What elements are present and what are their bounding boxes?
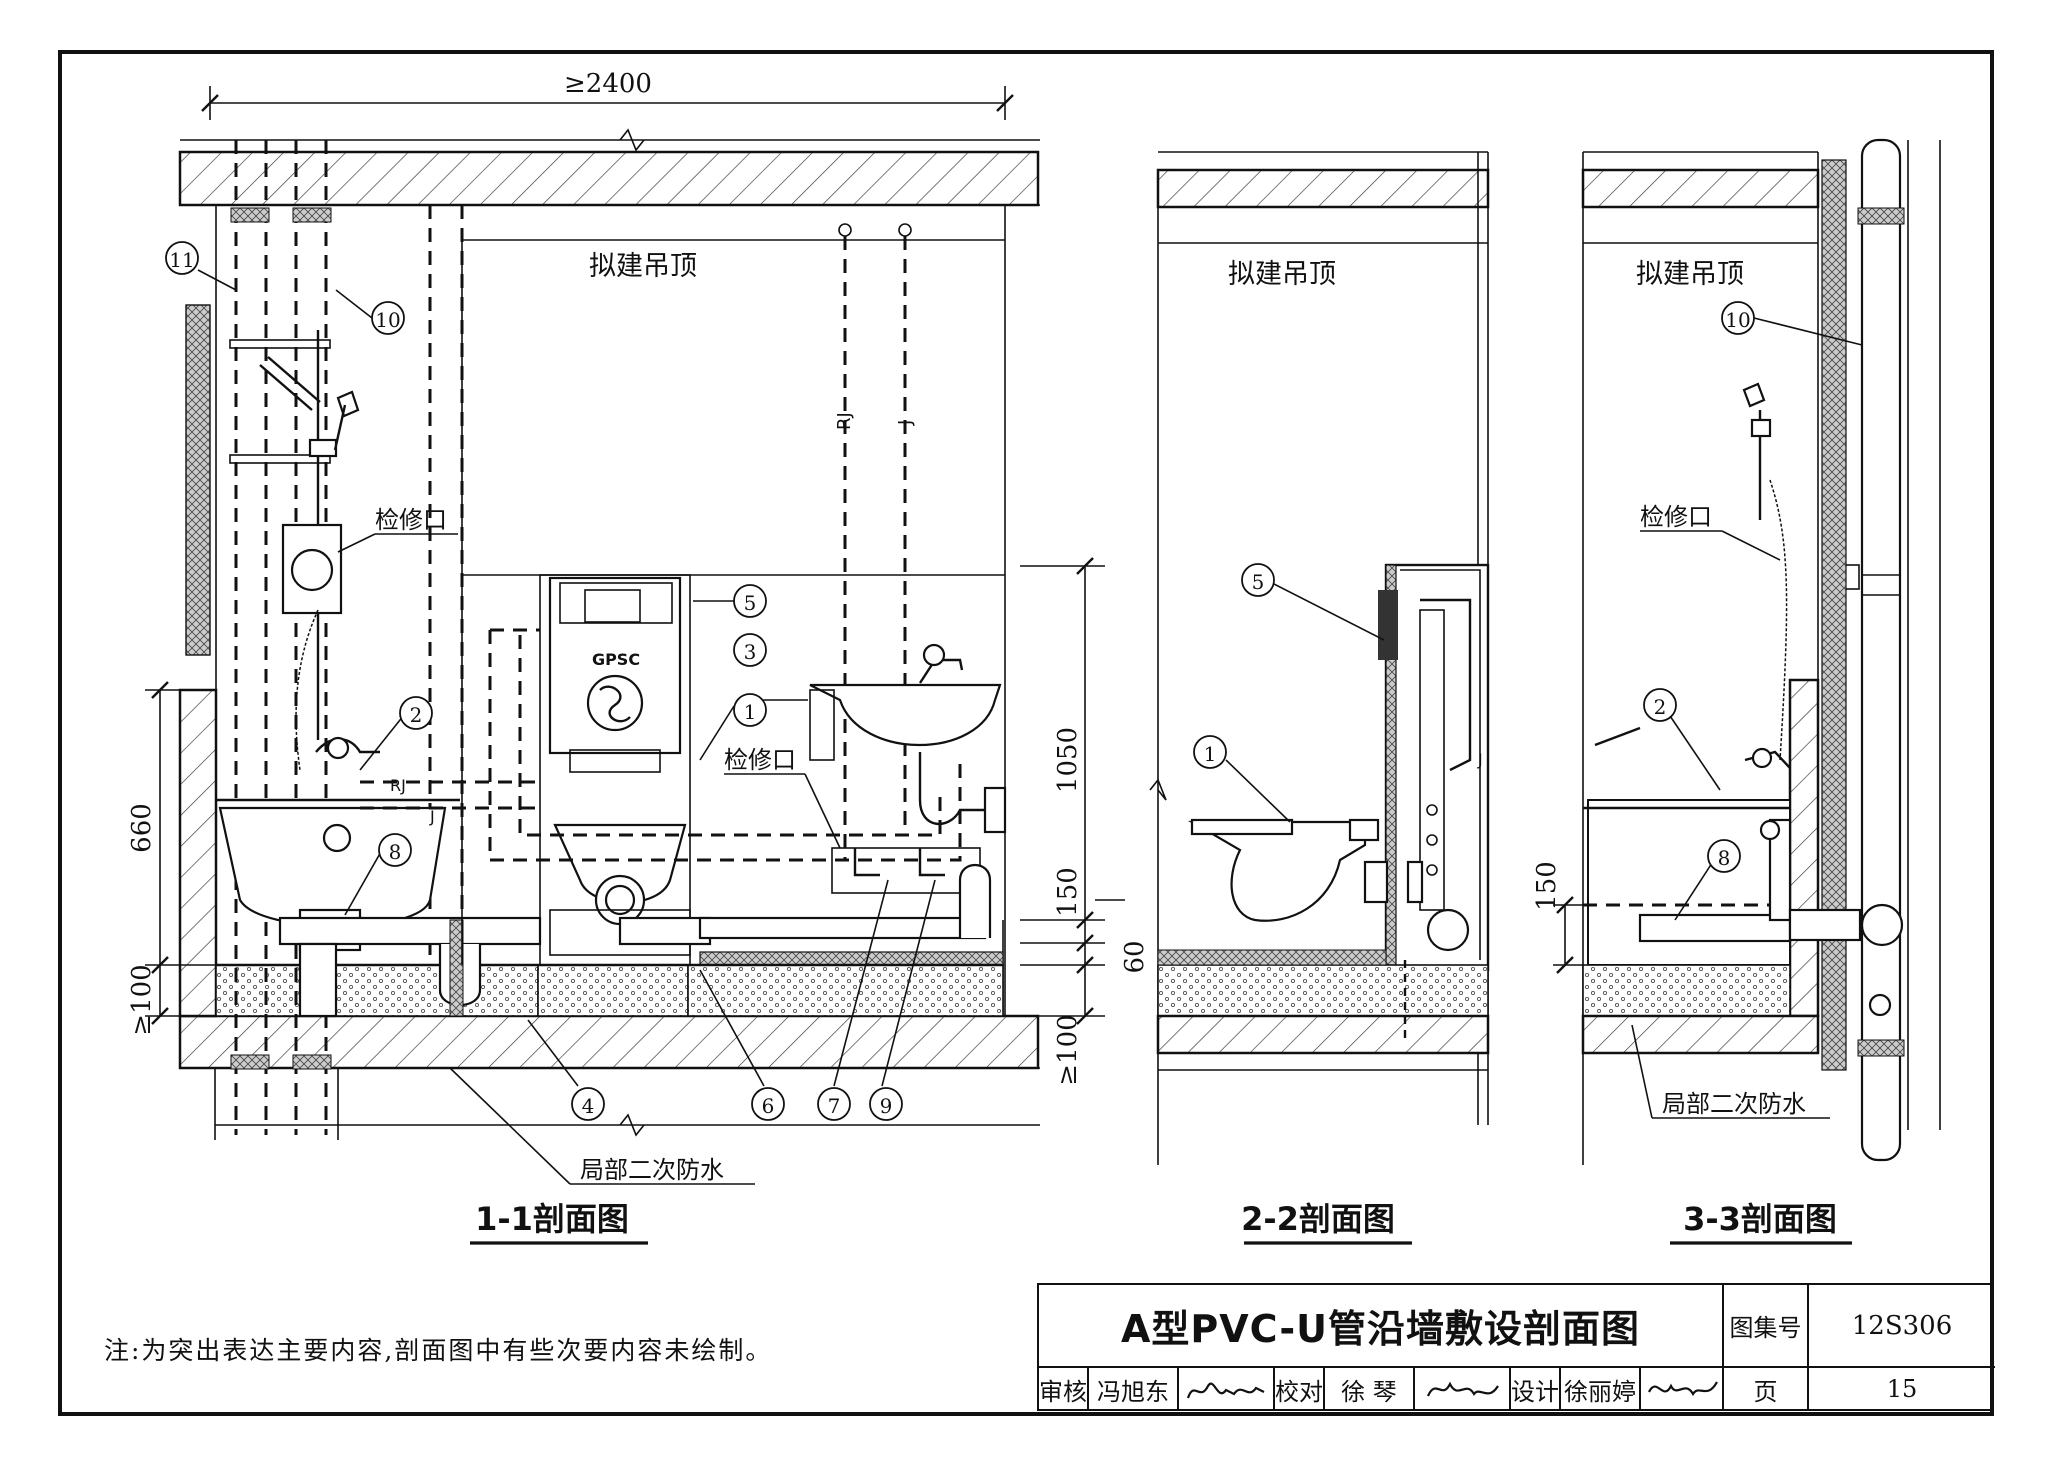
access-label-1b: 检修口 — [724, 746, 796, 774]
svg-text:6: 6 — [762, 1094, 775, 1118]
svg-text:5: 5 — [1252, 570, 1265, 594]
check-label: 校对 — [1275, 1368, 1325, 1410]
pipe-label-rj-2: RJ — [390, 776, 406, 795]
section-3-3: 拟建吊顶 — [1532, 138, 1941, 1245]
reviewer-name: 冯旭东 — [1089, 1368, 1179, 1410]
designer-signature — [1641, 1368, 1724, 1410]
dim-width: ≥2400 — [564, 69, 652, 99]
svg-text:2: 2 — [1654, 695, 1667, 719]
callout-11: 11 — [165, 241, 199, 275]
svg-text:8: 8 — [1718, 846, 1731, 870]
dim-660: 660 — [127, 803, 157, 853]
atlas-number: 12S306 — [1809, 1285, 1995, 1368]
svg-text:10: 10 — [375, 308, 400, 332]
waterproof-label-1: 局部二次防水 — [580, 1156, 724, 1184]
design-label: 设计 — [1511, 1368, 1561, 1410]
ceiling-label-3: 拟建吊顶 — [1636, 259, 1744, 290]
ceiling-label-2: 拟建吊顶 — [1228, 259, 1336, 290]
callout-5: 5 — [733, 584, 767, 618]
svg-text:1: 1 — [1204, 742, 1217, 766]
signature-designer — [1647, 1381, 1718, 1397]
callout-10: 10 — [371, 301, 405, 335]
section-2-2: 拟建吊顶 J 5 1 2-2剖面图 — [1095, 151, 1490, 1245]
callout-4: 4 — [571, 1087, 605, 1121]
dim-1050: 1050 — [1053, 727, 1083, 793]
checker-signature — [1415, 1368, 1511, 1410]
dim-60: 60 — [1120, 940, 1150, 973]
svg-text:2: 2 — [410, 703, 423, 727]
reviewer-signature — [1179, 1368, 1275, 1410]
waterproof-label-3: 局部二次防水 — [1662, 1090, 1806, 1118]
callout-1: 1 — [733, 693, 767, 727]
svg-text:5: 5 — [744, 591, 757, 615]
drawing-note: 注:为突出表达主要内容,剖面图中有些次要内容未绘制。 — [104, 1336, 773, 1365]
callout-3: 3 — [733, 633, 767, 667]
section-title-3: 3-3剖面图 — [1683, 1200, 1837, 1238]
signature-checker — [1426, 1381, 1499, 1397]
access-label-1a: 检修口 — [375, 506, 447, 534]
page-number: 15 — [1886, 1375, 1918, 1403]
pipe-label-j-3: J — [1477, 750, 1483, 769]
callout-10-s3: 10 — [1721, 301, 1755, 335]
tank-brand: GPSC — [592, 650, 640, 669]
svg-text:10: 10 — [1725, 308, 1750, 332]
svg-text:4: 4 — [582, 1094, 595, 1118]
dim-100a: ≥100 — [127, 964, 157, 1035]
svg-text:3: 3 — [744, 640, 757, 664]
pipe-label-rj: RJ — [834, 412, 855, 430]
svg-text:8: 8 — [389, 840, 402, 864]
access-label-3: 检修口 — [1640, 503, 1712, 531]
signature-reviewer — [1186, 1382, 1265, 1399]
section-1-1: ≥2400 — [127, 69, 1150, 1245]
callout-8-s3: 8 — [1707, 839, 1741, 873]
svg-text:1: 1 — [744, 700, 757, 724]
callout-1-s2: 1 — [1193, 735, 1227, 769]
section-title-2: 2-2剖面图 — [1241, 1200, 1395, 1238]
dim-150a: 150 — [1053, 867, 1083, 917]
pipe-label-j: J — [895, 420, 916, 426]
section-title-1: 1-1剖面图 — [475, 1200, 629, 1238]
callout-2-s3: 2 — [1643, 688, 1677, 722]
page-label: 页 — [1724, 1368, 1809, 1410]
svg-text:7: 7 — [828, 1094, 841, 1118]
review-label: 审核 — [1039, 1368, 1089, 1410]
atlas-label: 图集号 — [1724, 1285, 1809, 1368]
callout-9: 9 — [869, 1087, 903, 1121]
ceiling-label-1: 拟建吊顶 — [589, 251, 697, 282]
callout-8: 8 — [378, 833, 412, 867]
dim-100c: ≥100 — [1053, 1014, 1083, 1085]
dim-150b: 150 — [1532, 861, 1562, 911]
svg-text:11: 11 — [169, 248, 194, 272]
pipe-label-j-2: J — [429, 807, 435, 826]
callout-6: 6 — [751, 1087, 785, 1121]
callout-7: 7 — [817, 1087, 851, 1121]
designer-name: 徐丽婷 — [1561, 1368, 1641, 1410]
callout-2: 2 — [399, 696, 433, 730]
callout-5-s2: 5 — [1241, 563, 1275, 597]
drawing-border — [58, 50, 1994, 1416]
drawing-title: A型PVC-U管沿墙敷设剖面图 — [1039, 1285, 1724, 1368]
title-block: A型PVC-U管沿墙敷设剖面图 图集号 12S306 审核 冯旭东 校对 徐 琴… — [1037, 1283, 1995, 1411]
checker-name: 徐 琴 — [1325, 1368, 1415, 1410]
svg-text:9: 9 — [880, 1094, 893, 1118]
